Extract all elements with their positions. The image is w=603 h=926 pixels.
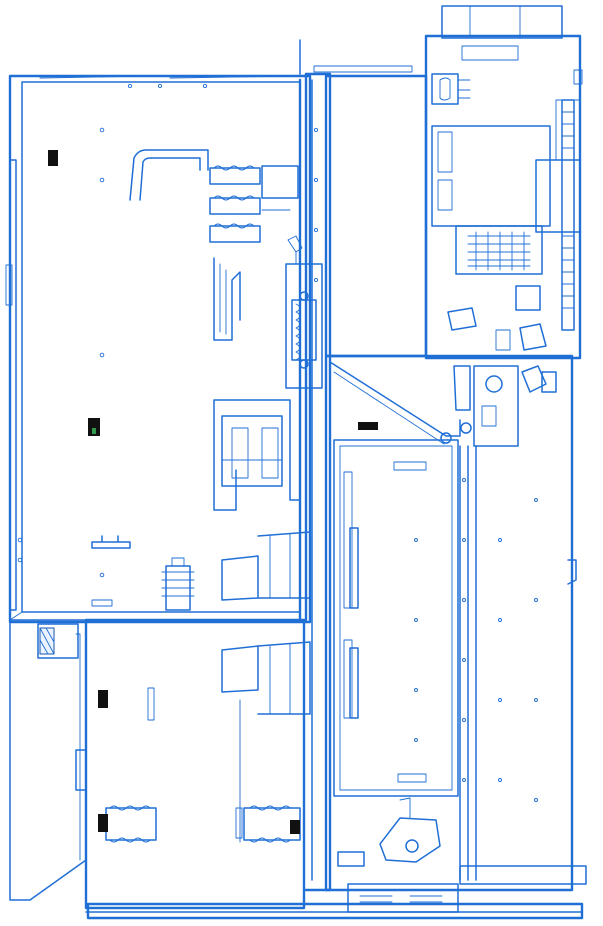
post-insulator xyxy=(161,557,195,611)
label-plate xyxy=(48,150,58,166)
label-plate xyxy=(98,690,108,708)
breaker-contact-zone xyxy=(161,235,323,611)
label-plate-accent xyxy=(92,428,96,434)
outer-housing xyxy=(5,39,312,624)
label-plate xyxy=(358,422,378,430)
cable-compartment xyxy=(9,618,584,920)
bolt-dots-upper xyxy=(17,83,208,578)
bolt-dots-right xyxy=(414,478,538,802)
insulator-group-bottom xyxy=(105,687,301,843)
operating-mechanism xyxy=(337,797,441,867)
breaker-truck-compartment xyxy=(324,354,587,913)
pressure-relief-channel xyxy=(304,72,332,892)
label-plate xyxy=(98,814,108,832)
bottom-vent xyxy=(347,883,459,913)
insulator-group-top xyxy=(209,165,299,243)
low-voltage-compartment xyxy=(313,5,583,360)
terminal-strip xyxy=(561,99,575,331)
label-plate xyxy=(290,820,300,834)
vented-panel xyxy=(455,225,543,275)
earthing-switch-mechanism xyxy=(285,235,323,389)
busbar-compartment xyxy=(17,83,299,607)
label-plate xyxy=(88,418,100,436)
